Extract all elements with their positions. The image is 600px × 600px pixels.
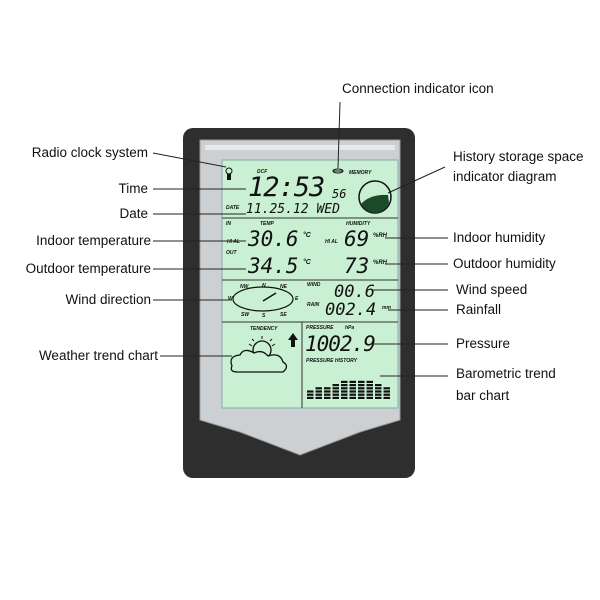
callout-date: Date	[119, 206, 148, 221]
compass-sw: SW	[241, 312, 250, 318]
humidity-label: HUMIDITY	[346, 221, 371, 227]
radio-signal-icon	[225, 167, 233, 180]
callout-indoor-humidity: Indoor humidity	[453, 230, 546, 245]
outdoor-temp-unit: °C	[303, 259, 311, 266]
compass-se: SE	[280, 312, 287, 318]
dcf-label: DCF	[257, 169, 268, 175]
connection-indicator-icon	[332, 168, 344, 174]
trend-up-arrow-icon	[288, 333, 298, 347]
rain-label: RAIN	[307, 302, 320, 308]
date-display: 11.25.12 WED	[246, 202, 340, 217]
callout-pressure: Pressure	[456, 336, 511, 351]
history-bar	[341, 380, 348, 399]
hi-al-label: HI AL	[227, 239, 240, 245]
indoor-temp-display: 30.6	[248, 227, 299, 251]
history-bar	[358, 380, 365, 399]
pressure-history-bars	[307, 380, 390, 399]
indoor-temp-unit: °C	[303, 232, 311, 239]
callout-weather-trend: Weather trend chart	[38, 348, 158, 363]
wind-direction-needle	[262, 292, 277, 302]
pressure-label: PRESSURE	[306, 325, 334, 331]
compass-nw: NW	[240, 284, 249, 290]
callout-indoor-temperature: Indoor temperature	[36, 233, 151, 248]
outdoor-humidity-display: 73	[344, 254, 370, 278]
pressure-unit-top: hPa	[345, 325, 355, 331]
callout-wind-speed: Wind speed	[456, 282, 528, 297]
history-bar	[307, 390, 314, 399]
callout-connection-icon: Connection indicator icon	[342, 81, 494, 96]
callout-wind-direction: Wind direction	[65, 292, 151, 307]
history-bar	[315, 387, 322, 399]
wind-speed-display: 00.6	[334, 282, 375, 302]
pressure-history-label: PRESSURE HISTORY	[306, 358, 357, 364]
callout-time: Time	[118, 181, 149, 196]
indoor-humidity-display: 69	[344, 227, 370, 251]
wind-compass	[232, 286, 294, 312]
compass-s: S	[262, 313, 266, 319]
rain-unit: mm	[382, 305, 391, 311]
outdoor-temp-display: 34.5	[248, 254, 299, 278]
history-bar	[332, 384, 339, 399]
compass-n: N	[262, 283, 266, 289]
history-bar	[366, 380, 373, 399]
memory-label: MEMORY	[349, 170, 372, 176]
compass-e: E	[295, 296, 299, 302]
rainfall-display: 002.4	[325, 300, 377, 320]
history-bar	[324, 387, 331, 399]
callout-rainfall: Rainfall	[456, 302, 502, 317]
tendency-label: TENDENCY	[250, 326, 278, 332]
history-bar	[383, 387, 390, 399]
wind-label: WIND	[307, 282, 321, 288]
sun-cloud-icon	[230, 336, 288, 373]
callout-barometric-1: Barometric trend	[456, 366, 556, 381]
out-label: OUT	[226, 250, 237, 256]
memory-dial-icon	[358, 180, 392, 214]
temp-label: TEMP	[260, 221, 274, 227]
callout-radio-clock: Radio clock system	[31, 145, 148, 160]
callout-outdoor-temperature: Outdoor temperature	[25, 261, 151, 276]
outdoor-humidity-unit: %RH	[373, 260, 388, 266]
callout-outdoor-humidity: Outdoor humidity	[453, 256, 556, 271]
hi-al-label-humidity: HI AL	[325, 239, 338, 245]
callout-history-storage-1: History storage space	[453, 149, 584, 164]
in-label: IN	[226, 221, 231, 227]
compass-w: W	[228, 296, 233, 302]
callout-history-storage-2: indicator diagram	[453, 169, 557, 184]
seconds-display: 56	[332, 187, 347, 201]
time-display: 12:53	[248, 172, 325, 203]
callout-barometric-2: bar chart	[456, 388, 510, 403]
compass-ne: NE	[280, 284, 287, 290]
indoor-humidity-unit: %RH	[373, 233, 388, 239]
date-label: DATE	[226, 205, 240, 211]
history-bar	[375, 384, 382, 399]
pressure-display: 1002.9	[305, 332, 376, 356]
history-bar	[349, 380, 356, 399]
